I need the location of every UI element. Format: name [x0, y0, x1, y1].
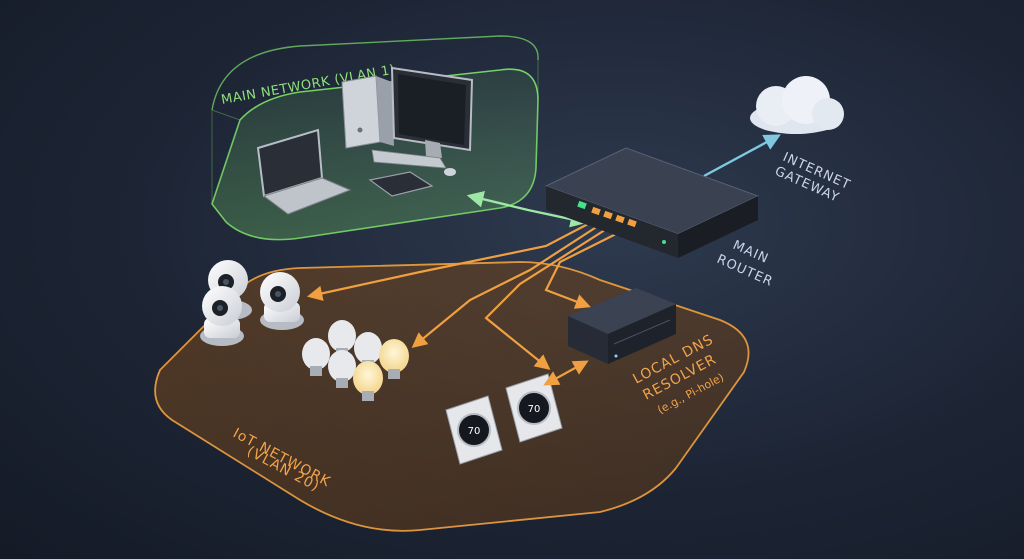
thermostat-icon: 70: [505, 373, 563, 443]
link-main-router: [466, 190, 588, 228]
link-router-bulbs: [411, 225, 599, 348]
thermostat-reading: 70: [468, 426, 481, 437]
keyboard-icon: [371, 149, 447, 169]
smart-bulb-icon: [328, 350, 356, 388]
mouse-icon: [444, 168, 456, 176]
iot-links: [306, 223, 621, 386]
link-dns-thermostat: [543, 360, 589, 386]
internet-link: [703, 134, 781, 178]
link-router-thermostat: [484, 227, 609, 370]
link-router-dns: [544, 231, 621, 309]
smart-bulb-icon: [353, 361, 383, 401]
tablet-icon: [368, 171, 434, 197]
thermostat-icon: 70: [445, 395, 503, 465]
desktop-computer-icon: [341, 66, 474, 158]
link-router-cameras: [306, 223, 589, 301]
security-camera-icon: [260, 272, 304, 330]
thermostat-reading: 70: [528, 404, 541, 415]
router-icon: [544, 147, 760, 258]
smart-bulb-icon: [379, 339, 409, 379]
laptop-icon: [256, 128, 352, 215]
smart-bulb-icon: [302, 338, 330, 376]
cloud-icon: [750, 76, 844, 134]
link-router-internet: [703, 134, 781, 178]
dns-server-icon: [568, 288, 676, 364]
main-link: [466, 190, 588, 228]
security-camera-icon: [200, 286, 244, 346]
